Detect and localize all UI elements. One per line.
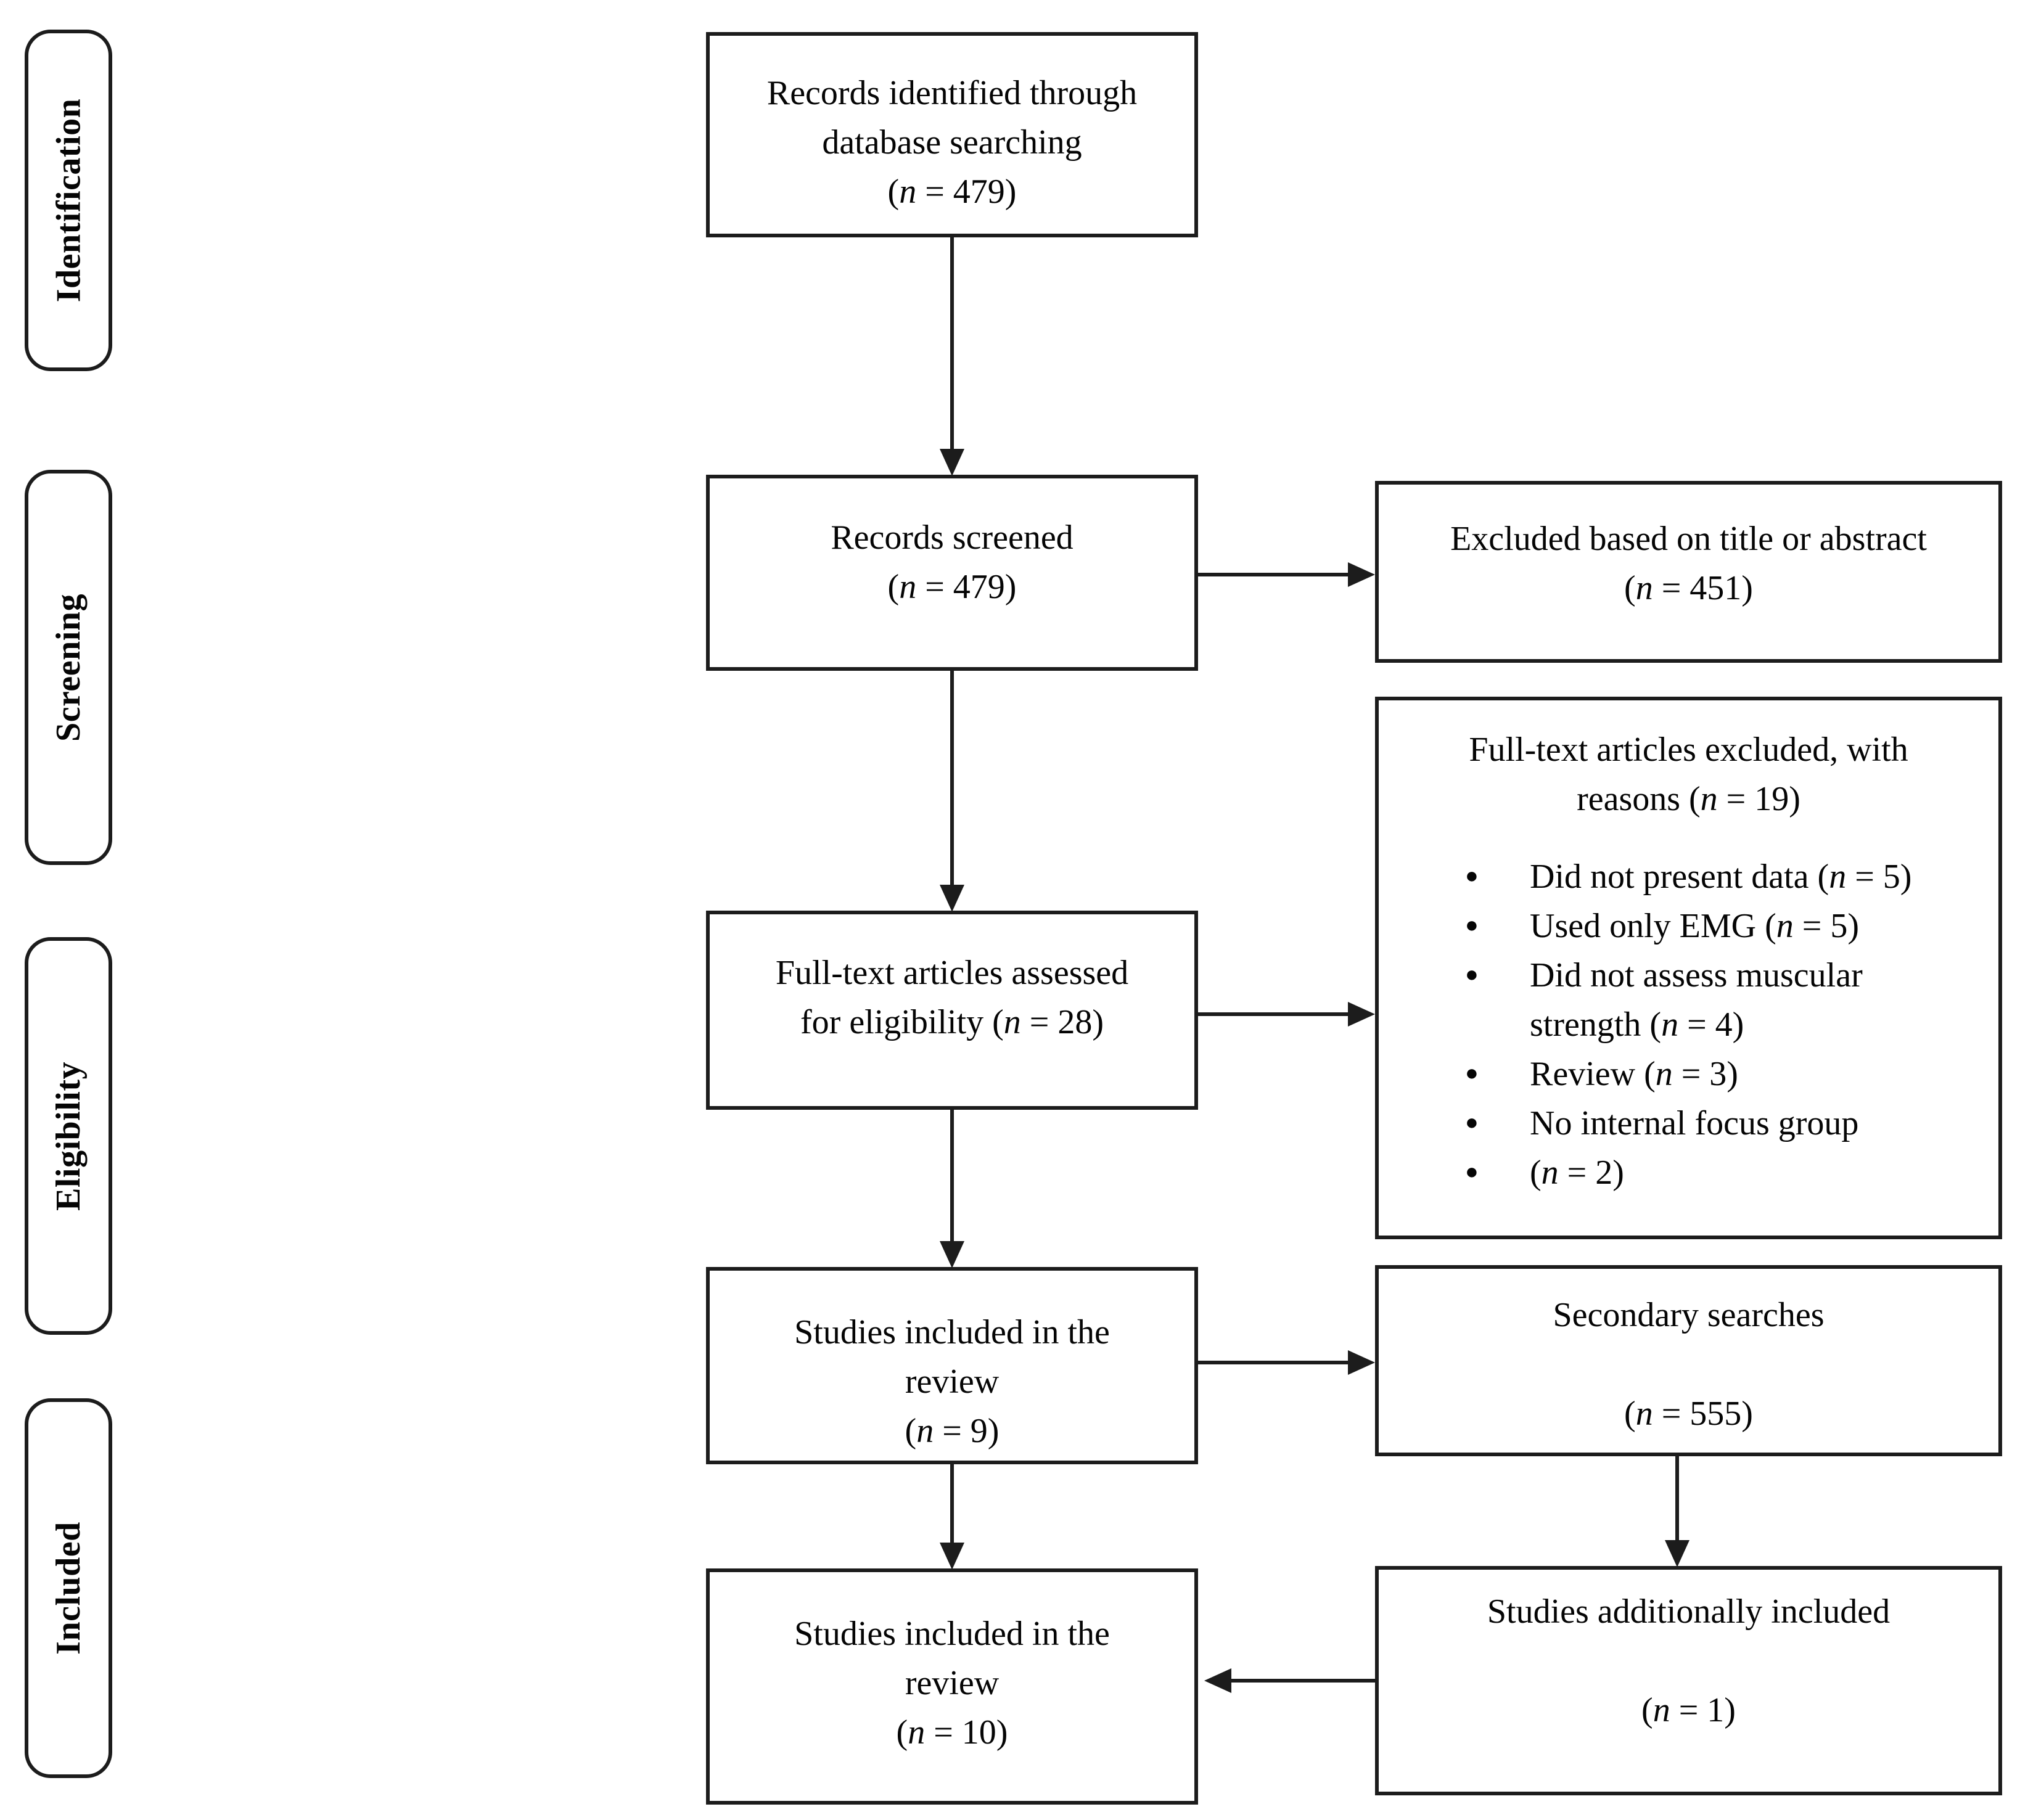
exclusion-reason-text: No internal focus group xyxy=(1530,1104,1859,1142)
records-screened-box: Records screened (n = 479) xyxy=(706,475,1198,671)
stage-screening: Screening xyxy=(25,470,112,865)
bullet-icon: ● xyxy=(1465,912,1479,937)
studies-included-review-10-box: Studies included in the review (n = 10) xyxy=(706,1568,1198,1805)
connector-screened-to-assessed-arrowhead-icon xyxy=(940,885,964,912)
box-text-line: (n = 1) xyxy=(1641,1691,1736,1729)
connector-assessed-to-included9-line xyxy=(950,1110,954,1242)
exclusion-reason-text: Did not present data (n = 5) xyxy=(1530,858,1912,896)
exclusion-reason-text: (n = 2) xyxy=(1530,1154,1624,1192)
fulltext-assessed-box: Full-text articles assessed for eligibili… xyxy=(706,911,1198,1110)
connector-identified-to-screened-line xyxy=(950,237,954,450)
box-text-line: (n = 479) xyxy=(887,568,1017,606)
fulltext-excluded-title: Full-text articles excluded, with reasons… xyxy=(1379,725,1998,824)
bullet-icon: ● xyxy=(1465,1060,1479,1085)
box-text-line: Studies included in the xyxy=(794,1615,1110,1653)
connector-included9-to-secondary-line xyxy=(1198,1361,1349,1364)
box-text-line: Records screened xyxy=(831,519,1074,557)
box-text-line: (n = 555) xyxy=(1624,1395,1753,1433)
exclusion-reason-item: ● Review (n = 3) xyxy=(1465,1049,1981,1099)
secondary-searches-box: Secondary searches (n = 555) xyxy=(1375,1265,2002,1456)
connector-screened-to-assessed-line xyxy=(950,671,954,886)
stage-screening-label: Screening xyxy=(49,593,88,742)
box-text-line: Full-text articles assessed xyxy=(775,954,1129,992)
connector-included9-to-included10-line xyxy=(950,1464,954,1544)
exclusion-reasons-list: ● Did not present data (n = 5) ● Used only … xyxy=(1379,852,1998,1197)
bullet-icon: ● xyxy=(1465,962,1479,986)
box-text-line: review xyxy=(905,1664,1000,1702)
stage-included: Included xyxy=(25,1398,112,1778)
exclusion-reason-item: ● Did not present data (n = 5) xyxy=(1465,852,1981,901)
exclusion-reason-text: Did not assess muscular strength (n = 4) xyxy=(1530,956,1863,1044)
box-text-line: Records identified through xyxy=(766,74,1138,112)
stage-eligibility: Eligibility xyxy=(25,937,112,1335)
box-text-line: for eligibility (n = 28) xyxy=(800,1003,1104,1041)
box-text-line: review xyxy=(905,1363,1000,1401)
connector-secondary-to-additional-arrowhead-icon xyxy=(1665,1540,1689,1567)
exclusion-reason-item: ● Used only EMG (n = 5) xyxy=(1465,901,1981,951)
studies-included-review-9-box: Studies included in the review (n = 9) xyxy=(706,1267,1198,1464)
box-text-line: (n = 451) xyxy=(1624,569,1753,607)
box-text-line: Secondary searches xyxy=(1553,1296,1825,1334)
exclusion-reason-item: ● Did not assess muscular strength (n = 4… xyxy=(1465,951,1981,1049)
bullet-icon: ● xyxy=(1465,1110,1479,1134)
records-identified-box: Records identified through database searc… xyxy=(706,32,1198,237)
connector-assessed-to-fulltext-excluded-arrowhead-icon xyxy=(1348,1002,1375,1027)
box-text-line: (n = 479) xyxy=(887,173,1017,211)
connector-identified-to-screened-arrowhead-icon xyxy=(940,449,964,476)
box-text-line: reasons (n = 19) xyxy=(1577,780,1800,818)
bullet-icon: ● xyxy=(1465,1159,1479,1184)
connector-additional-to-included10-line xyxy=(1231,1679,1375,1683)
box-text-line: Studies additionally included xyxy=(1487,1592,1891,1631)
exclusion-reason-text: Used only EMG (n = 5) xyxy=(1530,907,1859,945)
stage-included-label: Included xyxy=(49,1522,88,1655)
connector-assessed-to-fulltext-excluded-line xyxy=(1198,1012,1349,1016)
excluded-title-abstract-box: Excluded based on title or abstract (n = … xyxy=(1375,481,2002,663)
box-text-line: Studies included in the xyxy=(794,1313,1110,1351)
exclusion-reason-text: Review (n = 3) xyxy=(1530,1055,1738,1093)
bullet-icon: ● xyxy=(1465,863,1479,888)
connector-secondary-to-additional-line xyxy=(1675,1456,1679,1541)
exclusion-reason-item: ● No internal focus group xyxy=(1465,1099,1981,1148)
box-text-line: database searching xyxy=(822,123,1082,162)
connector-screened-to-excluded-line xyxy=(1198,573,1349,576)
stage-eligibility-label: Eligibility xyxy=(49,1061,88,1211)
box-text-line: (n = 10) xyxy=(896,1713,1008,1752)
studies-additionally-included-box: Studies additionally included (n = 1) xyxy=(1375,1566,2002,1795)
connector-screened-to-excluded-arrowhead-icon xyxy=(1348,562,1375,587)
exclusion-reason-item: ● (n = 2) xyxy=(1465,1148,1981,1197)
stage-identification-label: Identification xyxy=(49,98,88,303)
connector-additional-to-included10-arrowhead-icon xyxy=(1204,1668,1231,1693)
box-text-line: Excluded based on title or abstract xyxy=(1450,520,1927,558)
connector-included9-to-included10-arrowhead-icon xyxy=(940,1543,964,1570)
fulltext-excluded-box: Full-text articles excluded, with reasons… xyxy=(1375,697,2002,1239)
stage-identification: Identification xyxy=(25,30,112,371)
connector-assessed-to-included9-arrowhead-icon xyxy=(940,1241,964,1268)
box-text-line: Full-text articles excluded, with xyxy=(1469,731,1908,769)
box-text-line: (n = 9) xyxy=(905,1412,1000,1450)
connector-included9-to-secondary-arrowhead-icon xyxy=(1348,1350,1375,1375)
